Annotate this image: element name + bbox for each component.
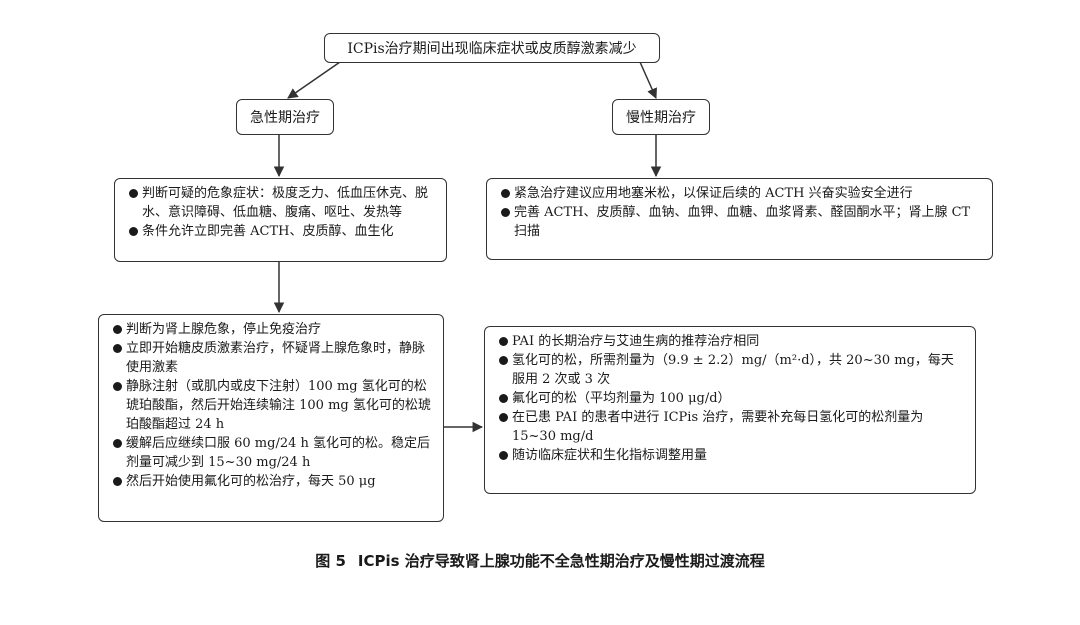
chronic-treatment-box: PAI 的长期治疗与艾迪生病的推荐治疗相同 氢化可的松，所需剂量为（9.9 ± … [484,326,976,494]
figure-number: 图 5 [315,552,346,570]
list-item: 缓解后应继续口服 60 mg/24 h 氢化可的松。稳定后剂量可减少到 15~3… [113,434,433,472]
list-item: 完善 ACTH、皮质醇、血钠、血钾、血糖、血浆肾素、醛固酮水平；肾上腺 CT 扫… [501,203,982,241]
list-item: 在已患 PAI 的患者中进行 ICPis 治疗，需要补充每日氢化可的松剂量为 1… [499,408,965,446]
chronic-assessment-list: 紧急治疗建议应用地塞米松，以保证后续的 ACTH 兴奋实验安全进行 完善 ACT… [501,184,982,241]
list-item: PAI 的长期治疗与艾迪生病的推荐治疗相同 [499,332,965,351]
list-item: 判断为肾上腺危象，停止免疫治疗 [113,320,433,339]
figure-caption: 图 5 ICPis 治疗导致肾上腺功能不全急性期治疗及慢性期过渡流程 [0,550,1080,571]
acute-treatment-box: 判断为肾上腺危象，停止免疫治疗 立即开始糖皮质激素治疗，怀疑肾上腺危象时，静脉使… [98,314,444,522]
arrow-top-to-acute [287,61,341,99]
acute-assessment-box: 判断可疑的危象症状：极度乏力、低血压休克、脱水、意识障碍、低血糖、腹痛、呕吐、发… [114,178,447,262]
trigger-box: ICPis治疗期间出现临床症状或皮质醇激素减少 [324,33,660,63]
chronic-treatment-list: PAI 的长期治疗与艾迪生病的推荐治疗相同 氢化可的松，所需剂量为（9.9 ± … [499,332,965,465]
list-item: 随访临床症状和生化指标调整用量 [499,446,965,465]
list-item: 氟化可的松（平均剂量为 100 μg/d） [499,389,965,408]
list-item: 紧急治疗建议应用地塞米松，以保证后续的 ACTH 兴奋实验安全进行 [501,184,982,203]
arrow-top-to-chronic [639,61,657,99]
list-item: 条件允许立即完善 ACTH、皮质醇、血生化 [129,222,436,241]
list-item: 氢化可的松，所需剂量为（9.9 ± 2.2）mg/（m²·d），共 20~30 … [499,351,965,389]
figure-title: ICPis 治疗导致肾上腺功能不全急性期治疗及慢性期过渡流程 [357,552,765,570]
acute-assessment-list: 判断可疑的危象症状：极度乏力、低血压休克、脱水、意识障碍、低血糖、腹痛、呕吐、发… [129,184,436,241]
chronic-assessment-box: 紧急治疗建议应用地塞米松，以保证后续的 ACTH 兴奋实验安全进行 完善 ACT… [486,178,993,260]
list-item: 立即开始糖皮质激素治疗，怀疑肾上腺危象时，静脉使用激素 [113,339,433,377]
list-item: 静脉注射（或肌内或皮下注射）100 mg 氢化可的松琥珀酸酯，然后开始连续输注 … [113,377,433,434]
chronic-phase-label: 慢性期治疗 [612,99,710,135]
list-item: 判断可疑的危象症状：极度乏力、低血压休克、脱水、意识障碍、低血糖、腹痛、呕吐、发… [129,184,436,222]
acute-treatment-list: 判断为肾上腺危象，停止免疫治疗 立即开始糖皮质激素治疗，怀疑肾上腺危象时，静脉使… [113,320,433,491]
list-item: 然后开始使用氟化可的松治疗，每天 50 μg [113,472,433,491]
acute-phase-label: 急性期治疗 [236,99,334,135]
